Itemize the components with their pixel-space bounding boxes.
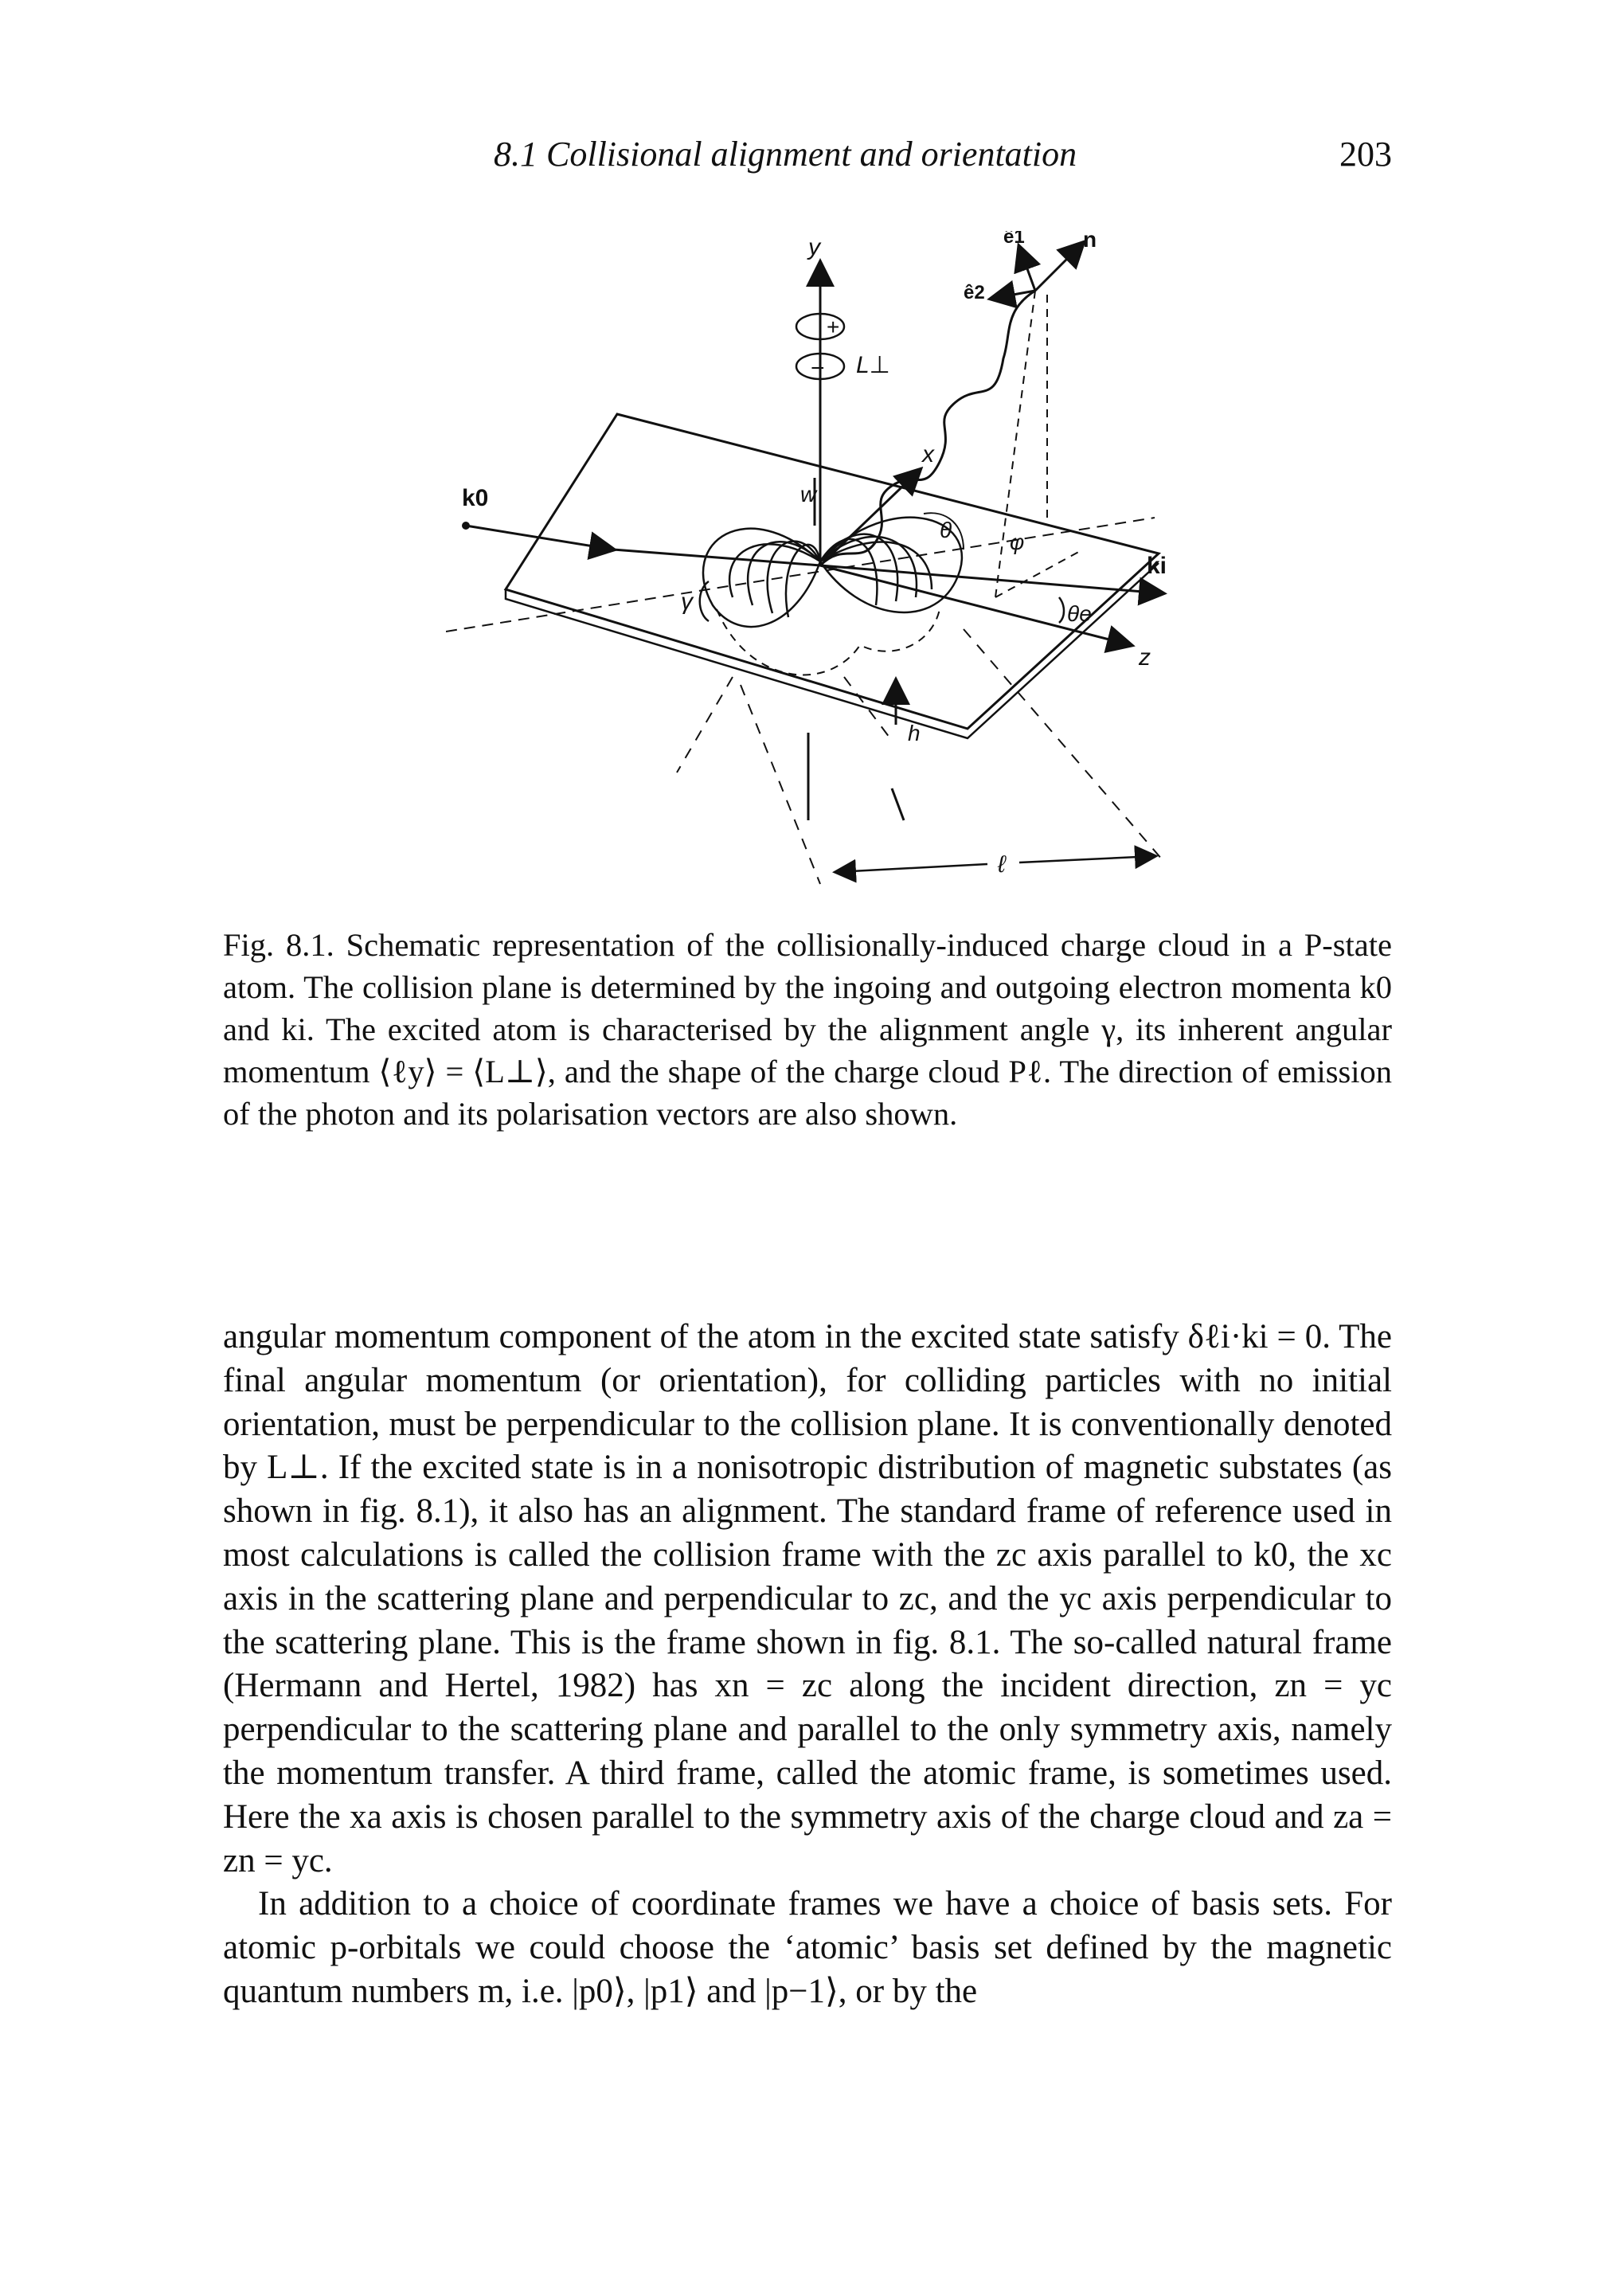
rotation-ring-minus: [795, 352, 846, 381]
running-title: 8.1 Collisional alignment and orientatio…: [494, 135, 1077, 174]
label-e2: ê2: [964, 282, 985, 303]
label-plus: +: [827, 315, 839, 339]
dashed-axis-line: [445, 517, 1155, 632]
paragraph-2: In addition to a choice of coordinate fr…: [223, 1885, 1392, 2010]
h-arrow-lower: [890, 788, 905, 821]
projection-dashed-3: [995, 549, 1084, 598]
dashed-diagonal-3: [963, 628, 1163, 861]
label-L-perp: L⊥: [856, 352, 890, 378]
charge-cloud: [702, 516, 963, 628]
k0-arrow: [465, 524, 618, 560]
dashed-diagonal-2: [843, 676, 893, 741]
label-gamma: γ: [681, 589, 694, 615]
label-e1: ê1: [1003, 231, 1025, 248]
gamma-arc: [698, 580, 710, 623]
label-y: y: [807, 234, 822, 260]
e1-vector: [1014, 242, 1042, 291]
photon-path: [819, 289, 1036, 567]
figure-caption: Fig. 8.1. Schematic representation of th…: [223, 924, 1392, 1135]
dashed-diagonal-4: [676, 676, 733, 773]
figure-8-1: y + − L⊥ w x k0 γ ki z θe θ φ: [445, 226, 1179, 900]
label-h: h: [908, 721, 921, 745]
label-z: z: [1138, 644, 1151, 671]
label-x: x: [921, 441, 935, 467]
label-theta-e: θe: [1067, 601, 1092, 626]
ell-arrow-right: [1018, 845, 1159, 870]
label-phi: φ: [1010, 530, 1024, 554]
x-axis: [819, 466, 924, 567]
page-number: 203: [1339, 135, 1392, 174]
ki-arrow: [819, 564, 1167, 606]
n-hat-vector: [1034, 239, 1087, 292]
k0-line: [612, 548, 821, 567]
label-k0: k0: [462, 485, 488, 511]
ell-arrow-left: [832, 859, 988, 883]
paragraph-1: angular momentum component of the atom i…: [223, 1318, 1392, 1879]
label-ki: ki: [1147, 553, 1167, 579]
collision-diagram: y + − L⊥ w x k0 γ ki z θe θ φ: [445, 226, 1167, 885]
rotation-ring-plus: [795, 312, 846, 341]
label-n-hat: n̂: [1083, 231, 1097, 252]
caption-label: Fig. 8.1.: [223, 927, 334, 963]
label-ell: ℓ: [997, 851, 1007, 878]
dashed-diagonal-1: [740, 684, 821, 885]
body-text: angular momentum component of the atom i…: [223, 1316, 1392, 2014]
page-header: 8.1 Collisional alignment and orientatio…: [223, 134, 1392, 182]
theta-arc: [923, 512, 964, 550]
plane-edge-thickness: [504, 562, 1159, 740]
collision-plane: [503, 413, 1162, 730]
e2-vector: [987, 280, 1036, 309]
theta-e-arc: [1058, 596, 1065, 624]
label-theta: θ: [940, 518, 952, 542]
lobe-shadow: [716, 608, 940, 676]
label-minus: −: [811, 355, 825, 381]
caption-text: Schematic representation of the collisio…: [223, 927, 1393, 1132]
z-axis: [819, 564, 1136, 653]
